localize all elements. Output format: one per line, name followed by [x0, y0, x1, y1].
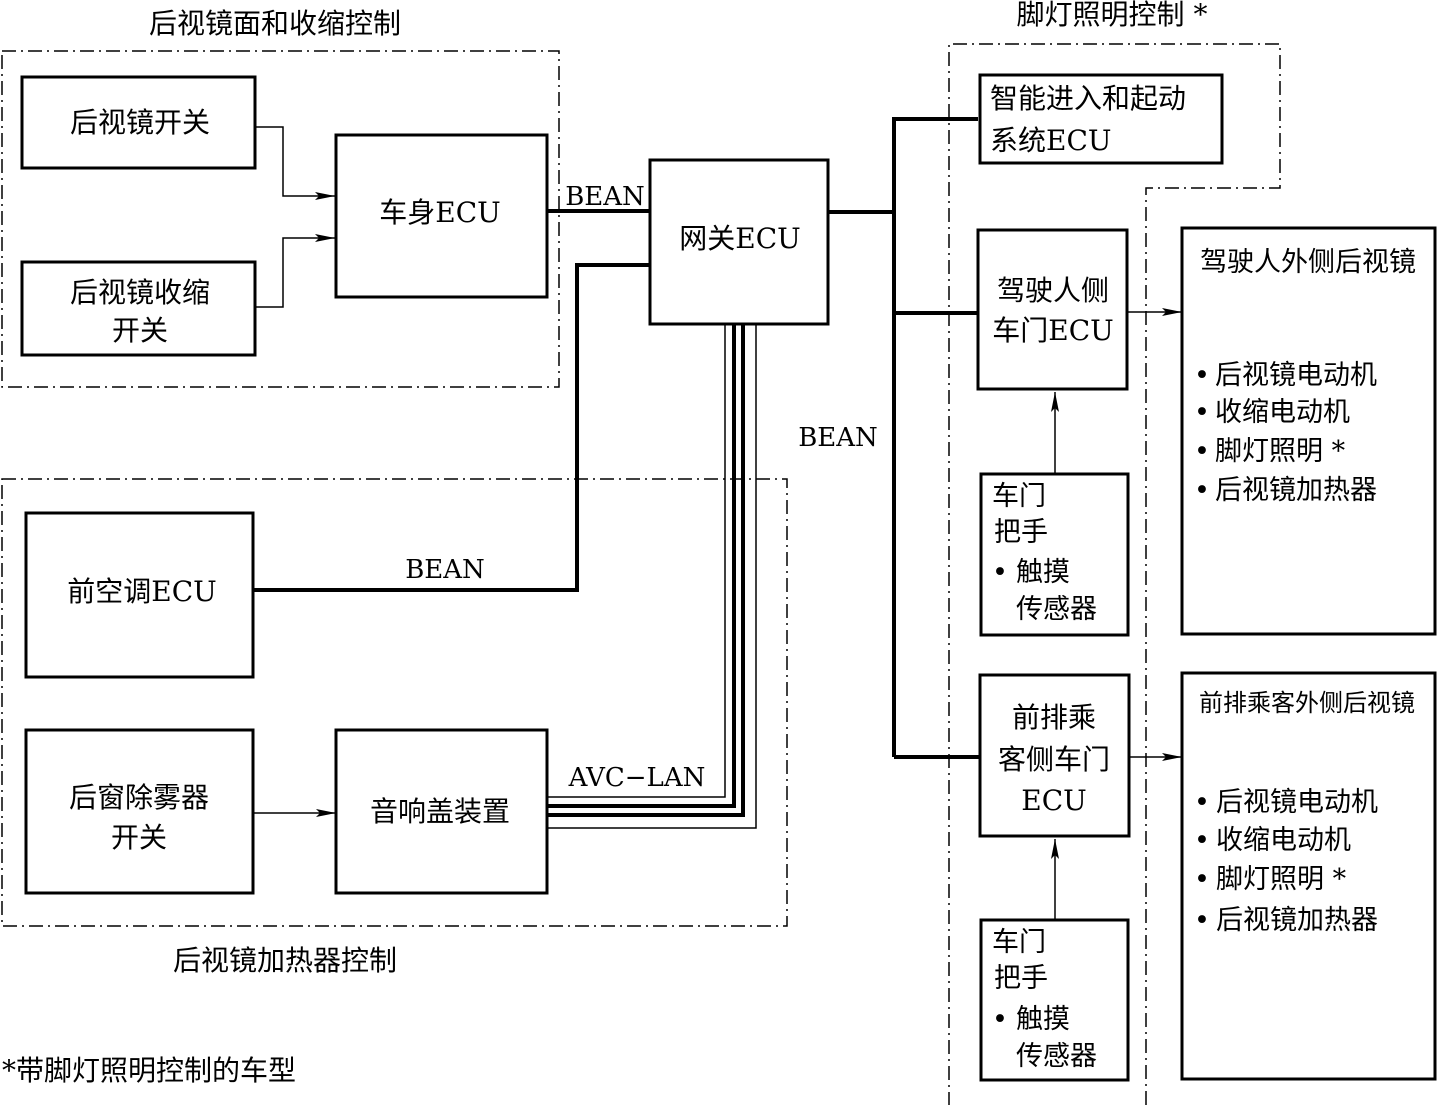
bullet-door-handle-driver: • — [992, 557, 1008, 588]
label-driver-mirror-item3: 脚灯照明 * — [1215, 436, 1346, 467]
label-door-handle-driver-item1: 触摸 — [1016, 557, 1070, 588]
label-mirror-retract-switch-line2: 开关 — [112, 314, 168, 347]
label-passenger-door-ecu-line1: 前排乘 — [1012, 701, 1096, 734]
label-passenger-mirror-item2: 收缩电动机 — [1216, 825, 1351, 856]
label-driver-door-ecu-line1: 驾驶人侧 — [997, 274, 1109, 307]
label-passenger-door-ecu-line2: 客侧车门 — [998, 743, 1110, 776]
label-front-ac-ecu: 前空调ECU — [67, 575, 216, 608]
bullet-passenger-mirror-3: • — [1194, 864, 1210, 895]
label-gateway-ecu: 网关ECU — [679, 222, 800, 255]
box-body-ecu: 车身ECU — [334, 133, 549, 299]
box-passenger-mirror: 前排乘客外侧后视镜 • 后视镜电动机 • 收缩电动机 • 脚灯照明 * • 后视… — [1180, 671, 1437, 1081]
label-passenger-mirror-title: 前排乘客外侧后视镜 — [1199, 689, 1415, 717]
bus-label-bean-right: BEAN — [798, 423, 878, 453]
box-rear-defogger-switch: 后窗除雾器 开关 — [24, 728, 255, 895]
label-door-handle-driver-line2: 把手 — [994, 517, 1048, 548]
bullet-passenger-mirror-4: • — [1194, 905, 1210, 936]
avc-lan-wire-1 — [547, 325, 726, 798]
label-rear-defogger-switch-line1: 后窗除雾器 — [69, 781, 209, 814]
box-passenger-door-ecu: 前排乘 客侧车门 ECU — [978, 673, 1131, 838]
label-rear-defogger-switch-line2: 开关 — [111, 821, 167, 854]
label-driver-mirror-item4: 后视镜加热器 — [1215, 475, 1377, 506]
label-door-handle-passenger-line2: 把手 — [994, 963, 1048, 994]
label-passenger-mirror-item4: 后视镜加热器 — [1216, 905, 1378, 936]
avc-lan-wire-3 — [547, 325, 745, 817]
label-door-handle-passenger-item2: 传感器 — [1016, 1041, 1097, 1072]
bullet-driver-mirror-3: • — [1194, 436, 1210, 467]
label-mirror-retract-switch-line1: 后视镜收缩 — [70, 276, 210, 309]
bullet-passenger-mirror-1: • — [1194, 787, 1210, 818]
label-smart-entry-ecu-line1: 智能进入和起动 — [990, 82, 1186, 115]
footnote: *带脚灯照明控制的车型 — [2, 1054, 296, 1087]
group-title-heater-control: 后视镜加热器控制 — [173, 944, 397, 977]
box-door-handle-passenger: 车门 把手 • 触摸 传感器 — [979, 918, 1130, 1082]
label-door-handle-driver-item2: 传感器 — [1016, 594, 1097, 625]
group-heater-control: 后视镜加热器控制 — [1, 478, 788, 977]
label-driver-mirror-item2: 收缩电动机 — [1215, 397, 1350, 428]
bus-label-bean-ac: BEAN — [405, 555, 485, 585]
connections — [253, 117, 1182, 920]
avc-lan-wire-4 — [547, 325, 757, 829]
arrow-mirror-switch-to-body-ecu — [255, 126, 335, 200]
label-smart-entry-ecu-line2: 系统ECU — [990, 124, 1111, 157]
bullet-driver-mirror-4: • — [1194, 475, 1210, 506]
label-driver-door-ecu-line2: 车门ECU — [992, 314, 1113, 347]
box-door-handle-driver: 车门 把手 • 触摸 传感器 — [979, 472, 1130, 637]
label-passenger-mirror-item3: 脚灯照明 * — [1216, 864, 1347, 895]
bullet-passenger-mirror-2: • — [1194, 825, 1210, 856]
box-driver-door-ecu: 驾驶人侧 车门ECU — [976, 228, 1129, 391]
arrow-retract-switch-to-body-ecu — [255, 234, 335, 308]
label-passenger-door-ecu-line3: ECU — [1021, 784, 1086, 817]
bullet-door-handle-passenger: • — [992, 1004, 1008, 1035]
box-gateway-ecu: 网关ECU — [648, 158, 830, 326]
box-mirror-retract-switch: 后视镜收缩 开关 — [20, 260, 257, 357]
label-mirror-switch: 后视镜开关 — [70, 106, 210, 139]
label-door-handle-driver-line1: 车门 — [992, 481, 1046, 512]
box-mirror-switch: 后视镜开关 — [20, 75, 257, 170]
group-title-foot-light-control: 脚灯照明控制 * — [1017, 0, 1208, 31]
bullet-driver-mirror-1: • — [1194, 360, 1210, 391]
bus-label-avc-lan: AVC−LAN — [568, 763, 706, 793]
group-title-mirror-control: 后视镜面和收缩控制 — [149, 7, 401, 40]
bullet-driver-mirror-2: • — [1194, 397, 1210, 428]
group-mirror-control: 后视镜面和收缩控制 — [1, 7, 560, 388]
box-audio-head-unit: 音响盖装置 — [334, 728, 549, 895]
box-front-ac-ecu: 前空调ECU — [24, 511, 255, 679]
label-body-ecu: 车身ECU — [379, 196, 500, 229]
avc-lan-wire-2 — [547, 325, 736, 808]
label-door-handle-passenger-line1: 车门 — [992, 927, 1046, 958]
bus-ac-to-gateway — [253, 263, 650, 592]
bus-label-bean-body: BEAN — [565, 182, 645, 212]
label-driver-mirror-title: 驾驶人外侧后视镜 — [1200, 247, 1416, 278]
box-smart-entry-ecu: 智能进入和起动 系统ECU — [978, 73, 1224, 165]
label-driver-mirror-item1: 后视镜电动机 — [1215, 360, 1377, 391]
box-driver-mirror: 驾驶人外侧后视镜 • 后视镜电动机 • 收缩电动机 • 脚灯照明 * • 后视镜… — [1180, 226, 1437, 636]
group-foot-light-control: 脚灯照明控制 * — [948, 0, 1281, 1105]
label-audio-head-unit: 音响盖装置 — [370, 795, 510, 828]
label-passenger-mirror-item1: 后视镜电动机 — [1216, 787, 1378, 818]
label-door-handle-passenger-item1: 触摸 — [1016, 1004, 1070, 1035]
